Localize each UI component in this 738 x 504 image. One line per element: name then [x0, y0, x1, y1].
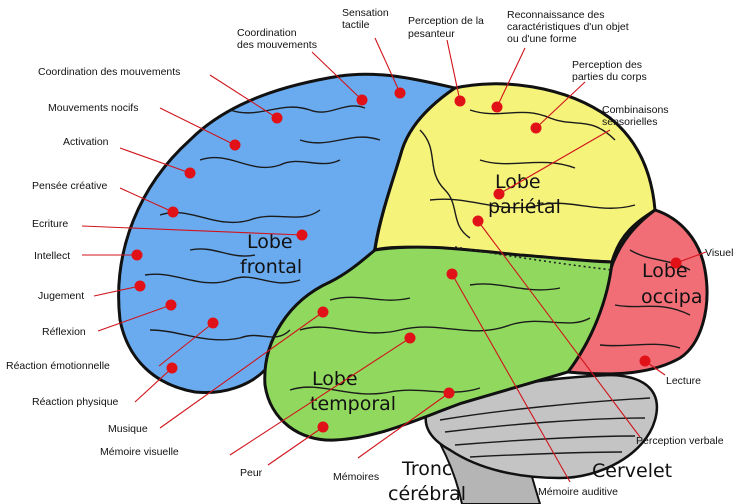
label-perception-pesanteur-1: Perception de la	[408, 15, 484, 27]
label-activation: Activation	[63, 136, 109, 148]
label-perception-pesanteur-2: pesanteur	[408, 28, 455, 40]
label-lobe-occipital-2: occipa	[641, 286, 703, 308]
label-intellect: Intellect	[34, 250, 70, 262]
label-mouvements-nocifs: Mouvements nocifs	[48, 102, 138, 114]
label-memoire-auditive: Mémoire auditive	[538, 486, 618, 498]
label-sensation-tactile-1: Sensation	[342, 7, 389, 19]
label-reconnaissance-1: Reconnaissance des	[507, 9, 604, 21]
label-sensation-tactile-2: tactile	[342, 19, 370, 31]
label-reaction-physique: Réaction physique	[32, 396, 119, 408]
label-musique: Musique	[108, 423, 148, 435]
label-perception-parties-2: parties du corps	[572, 71, 647, 83]
label-perception-parties-1: Perception des	[572, 59, 642, 71]
label-perception-verbale: Perception verbale	[636, 435, 724, 447]
label-coordination-top-2: des mouvements	[237, 39, 317, 51]
label-combinaisons-1: Combinaisons	[602, 104, 669, 116]
label-combinaisons-2: sensorielles	[602, 116, 657, 128]
label-brainstem-2: cérébral	[388, 483, 466, 504]
label-pensee-creative: Pensée créative	[32, 180, 107, 192]
label-coordination-top-1: Coordination	[237, 27, 297, 39]
label-reaction-emotionnelle: Réaction émotionnelle	[6, 360, 110, 372]
label-brainstem-1: Tronc	[401, 458, 452, 480]
label-cerebellum: Cervelet	[592, 460, 672, 482]
label-reflexion: Réflexion	[42, 326, 86, 338]
label-memoire-visuelle: Mémoire visuelle	[100, 446, 179, 458]
label-visuel: Visuel	[705, 247, 733, 259]
label-reconnaissance-3: ou d'une forme	[507, 33, 577, 45]
label-coordination-left: Coordination des mouvements	[38, 66, 180, 78]
label-lecture: Lecture	[666, 375, 701, 387]
label-lobe-frontal-2: frontal	[240, 256, 302, 278]
label-reconnaissance-2: caractéristiques d'un objet	[507, 21, 629, 33]
label-jugement: Jugement	[38, 290, 84, 302]
label-ecriture: Ecriture	[32, 218, 68, 230]
label-memoires: Mémoires	[333, 471, 379, 483]
label-peur: Peur	[240, 467, 263, 479]
label-lobe-temporal-2: temporal	[310, 393, 396, 415]
